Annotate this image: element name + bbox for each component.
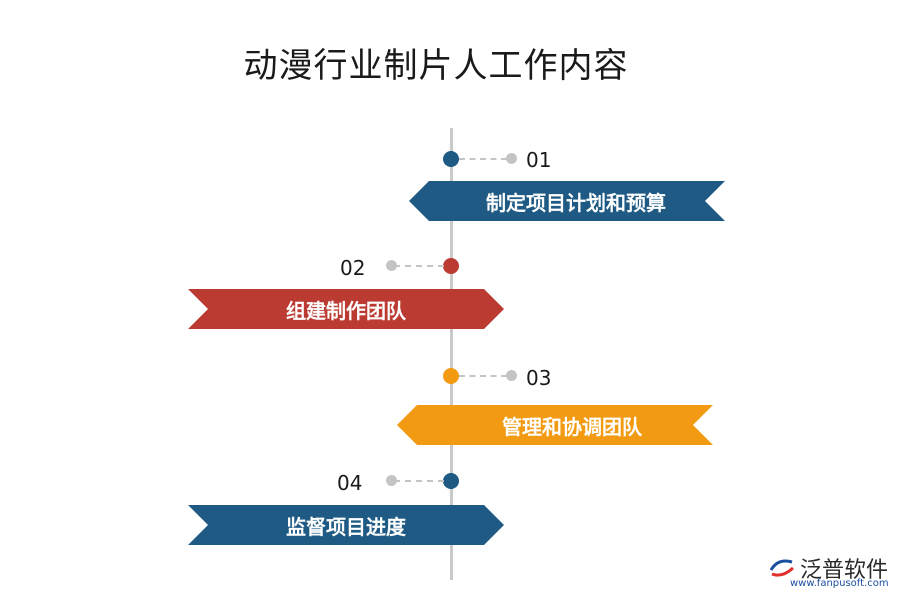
brand-url: www.fanpusoft.com [790,578,889,589]
step-4-number: 04 [337,471,363,495]
step-3-label: 管理和协调团队 [502,414,642,439]
step-1-banner: 制定项目计划和预算 [409,181,725,221]
timeline-axis [450,128,453,580]
step-3-connector [459,375,507,377]
fanpu-logo-icon [769,559,795,577]
page-title: 动漫行业制片人工作内容 [243,46,629,86]
step-3-end-dot [506,370,517,381]
step-4-dot [443,473,459,489]
step-2-dot [443,258,459,274]
step-1-connector [459,158,507,160]
step-3-number: 03 [526,366,552,390]
brand-logo: 泛普软件 [768,552,888,584]
step-2-number: 02 [340,256,366,280]
step-4-end-dot [386,475,397,486]
step-2-connector [394,265,444,267]
step-2-banner: 组建制作团队 [188,289,504,329]
step-2-label: 组建制作团队 [286,298,406,323]
step-3-banner: 管理和协调团队 [397,405,713,445]
step-2-end-dot [386,260,397,271]
step-4-label: 监督项目进度 [286,514,406,539]
step-4-banner: 监督项目进度 [188,505,504,545]
step-3-dot [443,368,459,384]
step-1-number: 01 [526,148,552,172]
step-4-connector [394,480,444,482]
step-1-dot [443,151,459,167]
step-1-label: 制定项目计划和预算 [486,190,666,215]
step-1-end-dot [506,153,517,164]
brand-name: 泛普软件 [800,558,889,583]
